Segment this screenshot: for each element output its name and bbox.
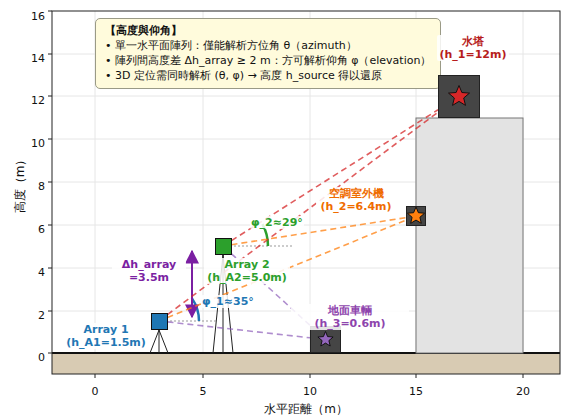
source-marker: 水塔 (h_1=12m)	[438, 75, 480, 118]
note-box: 【高度與仰角】• 單一水平面陣列：僅能解析方位角 θ（azimuth）• 陣列間…	[95, 18, 441, 89]
tick-value: 8	[38, 180, 45, 193]
array-marker: Array 1 (h_A1=1.5m)	[151, 313, 168, 330]
tick-label: 8	[12, 175, 45, 194]
marker-label: 空調室外機 (h_2=6.4m)	[316, 187, 396, 214]
axis-label: 高度（m）	[9, 144, 28, 224]
grid-lines	[52, 11, 560, 374]
sight-line	[168, 112, 439, 314]
annotation-label: φ_1≈35°	[201, 290, 261, 309]
axis-title: 高度（m）	[13, 154, 27, 214]
tick-label: 4	[12, 261, 45, 280]
reference-line	[234, 246, 292, 247]
tick-value: 10	[31, 137, 45, 150]
building	[416, 118, 523, 353]
tick-label: 12	[12, 89, 45, 108]
star-symbol	[310, 326, 341, 353]
marker-label-text: 水塔 (h_1=12m)	[437, 35, 509, 61]
tick-marks	[48, 11, 523, 378]
reference-line	[170, 321, 218, 322]
tick-value: 4	[38, 266, 45, 279]
axis-title: 水平距離（m）	[264, 402, 348, 416]
star-symbol	[438, 75, 480, 118]
tick-value: 6	[38, 223, 45, 236]
ground	[52, 353, 560, 374]
tick-value: 20	[516, 385, 530, 398]
sight-line	[232, 110, 439, 241]
axis-label: 水平距離（m）	[246, 398, 366, 417]
tick-value: 5	[200, 385, 207, 398]
marker-label: Array 2 (h_A2=5.0m)	[204, 258, 290, 285]
axes-area	[52, 11, 560, 374]
annotation-label: Δh_array =3.5m	[112, 258, 186, 285]
tick-value: 2	[38, 309, 45, 322]
tick-label: 14	[12, 47, 45, 66]
tick-value: 14	[31, 52, 45, 65]
marker-label-text: Array 2 (h_A2=5.0m)	[204, 258, 290, 284]
tick-label: 16	[12, 5, 45, 24]
tick-label: 10	[12, 132, 45, 151]
source-marker: 地面車輛 (h_3=0.6m)	[310, 326, 341, 353]
tick-label: 6	[12, 218, 45, 237]
marker-label-text: 空調室外機 (h_2=6.4m)	[316, 187, 396, 213]
sight-line	[168, 220, 407, 317]
tick-label: 5	[188, 380, 218, 399]
note-line: • 3D 定位需同時解析 (θ, φ) → 高度 h_source 得以還原	[105, 68, 431, 83]
tick-label: 2	[12, 304, 45, 323]
tick-value: 15	[409, 385, 423, 398]
axes-frame	[52, 11, 560, 374]
marker-label: Array 1 (h_A1=1.5m)	[63, 323, 149, 350]
annotation-label: φ_2≈29°	[250, 211, 310, 230]
tick-value: 16	[31, 10, 45, 23]
star-symbol	[406, 206, 426, 226]
annotation-text: φ_1≈35°	[201, 295, 255, 308]
tick-label: 0	[12, 346, 45, 365]
tick-label: 15	[401, 380, 431, 399]
source-marker: 空調室外機 (h_2=6.4m)	[406, 206, 426, 226]
marker-label-text: 地面車輛 (h_3=0.6m)	[291, 304, 409, 330]
marker-label: 地面車輛 (h_3=0.6m)	[291, 304, 409, 331]
marker-label: 水塔 (h_1=12m)	[437, 35, 509, 62]
tick-value: 10	[303, 385, 317, 398]
tick-label: 20	[508, 380, 538, 399]
annotation-text: φ_2≈29°	[250, 216, 304, 229]
sight-line	[168, 322, 311, 338]
annotation-text: Δh_array =3.5m	[112, 258, 186, 284]
tick-value: 0	[38, 351, 45, 364]
note-line: • 陣列間高度差 Δh_array ≥ 2 m：方可解析仰角 φ（elevati…	[105, 53, 431, 68]
tick-value: 0	[92, 385, 99, 398]
tick-label: 0	[80, 380, 110, 399]
array-marker: Array 2 (h_A2=5.0m)	[215, 238, 232, 255]
note-title: 【高度與仰角】	[105, 23, 431, 38]
tick-label: 10	[295, 380, 325, 399]
marker-label-text: Array 1 (h_A1=1.5m)	[63, 323, 149, 349]
tick-value: 12	[31, 94, 45, 107]
note-line: • 單一水平面陣列：僅能解析方位角 θ（azimuth）	[105, 38, 431, 53]
